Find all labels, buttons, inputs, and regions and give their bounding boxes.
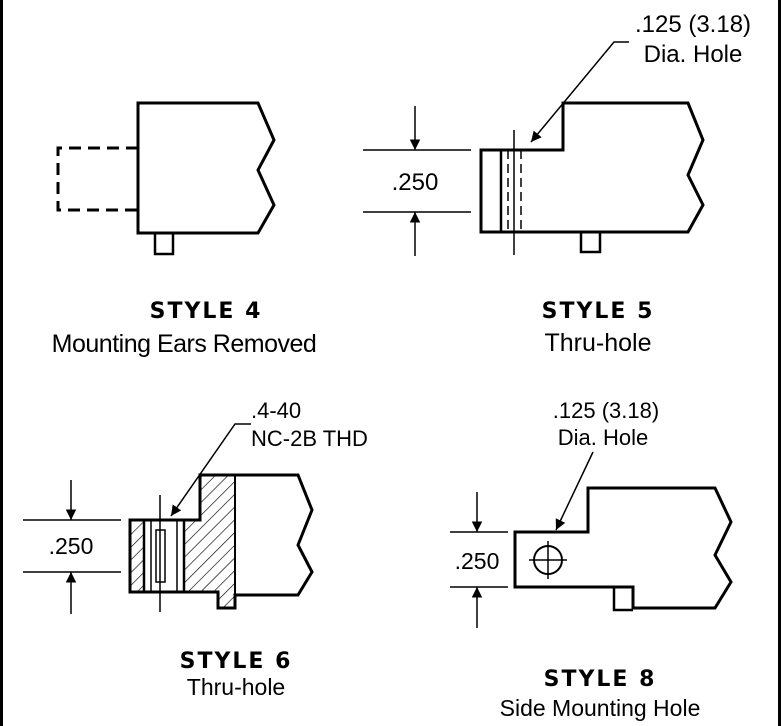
style-5-callout-leader	[530, 41, 629, 143]
style-6-subtitle: Thru-hole	[187, 674, 285, 700]
style-8-tab	[612, 587, 633, 612]
style-5-dimension-value: .250	[392, 169, 439, 196]
style-5-callout-size: .125 (3.18)	[635, 11, 751, 38]
style-8-callout-size: .125 (3.18)	[553, 398, 659, 423]
style-4-removed-ear-dashed	[56, 146, 138, 212]
style-8-subtitle: Side Mounting Hole	[500, 695, 701, 721]
style-5-title: STYLE 5	[542, 299, 655, 324]
style-5-callout-desc: Dia. Hole	[644, 41, 743, 68]
style-6-threaded-hole	[144, 520, 184, 592]
style-5-figure	[363, 41, 705, 256]
style-4-figure	[56, 101, 276, 256]
style-8-callout-leader	[555, 451, 594, 531]
style-6-callout-spec: NC-2B THD	[251, 426, 368, 451]
style-8-callout-desc: Dia. Hole	[558, 425, 648, 450]
style-6-callout-thread: .4-40	[251, 398, 301, 423]
style-4-subtitle: Mounting Ears Removed	[52, 330, 317, 358]
style-5-subtitle: Thru-hole	[545, 329, 652, 357]
style-8-dimension-value: .250	[455, 548, 500, 574]
style-8-figure	[450, 451, 733, 628]
style-6-title: STYLE 6	[180, 649, 293, 674]
style-4-tab	[153, 233, 175, 256]
style-6-dimension-value: .250	[49, 533, 94, 559]
style-6-body-outline	[128, 473, 314, 610]
style-4-body-outline	[136, 101, 276, 235]
mounting-styles-drawing: STYLE 4 Mounting Ears Removed .250 .125 …	[23, 11, 751, 721]
style-8-title: STYLE 8	[544, 667, 657, 692]
style-5-body-outline	[479, 101, 705, 234]
style-4-title: STYLE 4	[150, 299, 263, 324]
style-6-figure	[23, 423, 314, 614]
style-6-callout-leader	[170, 423, 251, 517]
style-5-tab	[579, 232, 602, 254]
